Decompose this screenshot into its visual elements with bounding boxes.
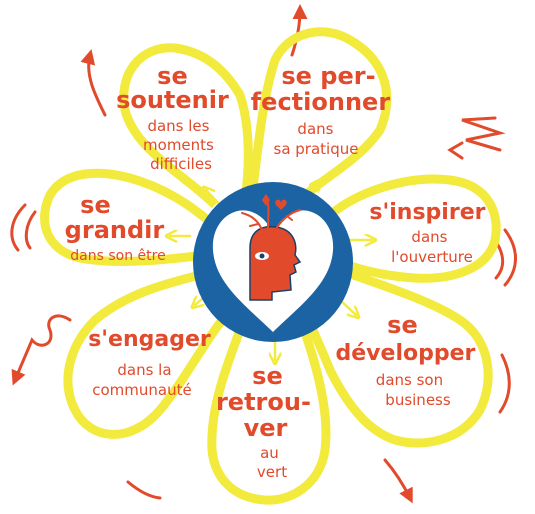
arrow-top-left [80,49,107,117]
label-line: ver [244,414,288,442]
label-line: se per- [281,62,375,90]
swoosh-bottom-left [126,480,162,500]
label-line: business [385,391,451,409]
swoosh-left-2 [24,210,37,250]
label-retrouver: se retrou- ver au vert [216,362,316,481]
label-line: dans les [147,117,209,135]
label-developper: se développer dans son business [336,311,481,409]
petal-soutenir [119,43,253,209]
swoosh-right [503,228,517,287]
head-with-branches-icon [241,194,302,301]
label-line: dans la [117,361,171,379]
label-line: dans son être [70,248,165,264]
label-soutenir: se soutenir dans les moments difficiles [116,62,234,173]
label-line: grandir [65,216,165,244]
label-inspirer: s'inspirer dans l'ouverture [369,200,490,266]
petal-perfectionner [247,27,392,204]
label-line: vert [257,463,287,481]
petals [40,27,501,505]
label-line: soutenir [116,86,229,114]
outer-arrows [10,4,517,504]
arrow-bottom-right [383,458,413,504]
swoosh-bottom-right [498,353,511,414]
petal-grandir [40,168,213,266]
labels: se soutenir dans les moments difficiles … [65,62,490,481]
arrow-right-zigzag-head [447,141,464,160]
swoosh-left [10,203,27,252]
petal-engager [63,270,234,439]
label-engager: s'engager dans la communauté [88,327,216,399]
label-line: s'engager [88,327,211,352]
label-line: se [252,362,283,390]
petal-retrouver [207,316,331,505]
label-line: difficiles [150,155,212,173]
label-line: dans [297,120,333,138]
petal-developper [300,265,493,448]
label-line: moments [143,136,214,154]
label-line: l'ouverture [391,248,473,266]
label-perfectionner: se per- fectionner dans sa pratique [251,62,396,158]
label-line: retrou- [216,388,311,416]
label-line: se [157,62,188,90]
label-line: au [260,444,279,462]
label-line: dans [411,228,447,246]
label-grandir: se grandir dans son être [65,191,170,264]
label-line: fectionner [251,88,391,116]
arrow-right-zigzag [461,116,506,152]
label-line: s'inspirer [369,200,485,225]
label-line: se [387,311,418,339]
label-line: se [80,191,111,219]
label-line: communauté [92,381,191,399]
arrow-left-curl [11,314,72,386]
label-line: sa pratique [274,140,359,158]
center-emblem [193,182,353,342]
label-line: dans son [376,371,443,389]
label-line: développer [336,341,476,366]
petal-inspirer [327,174,501,283]
